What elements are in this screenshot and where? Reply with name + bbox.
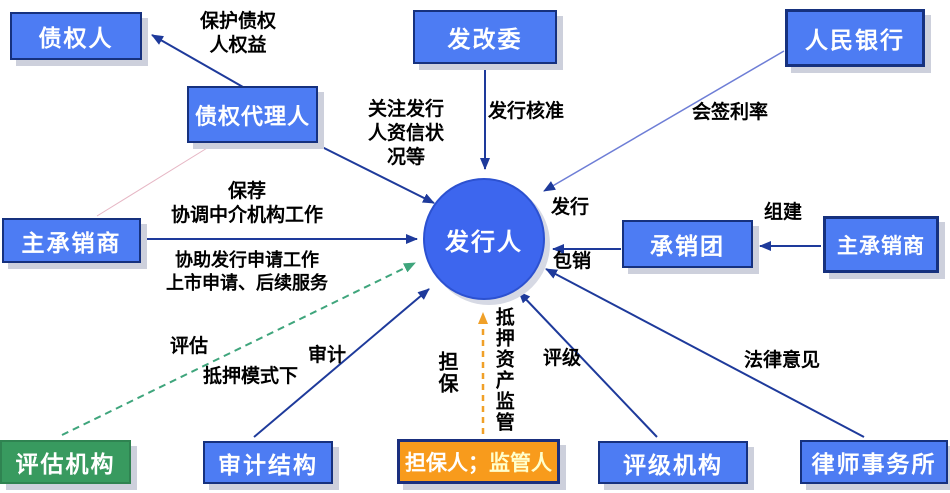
edge-label-protect-creditors: 保护债权 人权益: [199, 10, 276, 56]
node-creditor: 债权人: [10, 12, 142, 60]
node-lead-underwriter-right: 主承销商: [823, 216, 939, 273]
node-lead-underwriter-left: 主承销商: [2, 218, 141, 263]
arrow-agent-to-issuer: [315, 143, 435, 204]
connector-leadleft-to-agent-pink: [96, 144, 213, 217]
edge-label-underwrite: 包销: [553, 250, 592, 272]
edge-label-legal-opinion: 法律意见: [744, 349, 821, 371]
edge-label-issuance-approval: 发行核准: [488, 100, 565, 122]
guarantor-label: 担保人；: [405, 450, 489, 475]
node-syndicate: 承销团: [622, 220, 753, 268]
node-issuer: 发行人: [423, 178, 545, 300]
node-pboc: 人民银行: [785, 9, 925, 67]
edge-label-form-syndicate: 组建: [764, 201, 803, 223]
arrow-pboc-to-issuer: [543, 50, 785, 192]
arrow-lawfirm-to-issuer: [545, 268, 865, 438]
arrow-rating-to-issuer: [518, 291, 658, 438]
node-rating-agency: 评级机构: [598, 441, 748, 484]
edge-label-collateral-supervision: 抵押资产监管: [492, 307, 515, 433]
node-creditor-agent: 债权代理人: [187, 86, 318, 143]
node-law-firm: 律师事务所: [800, 440, 948, 484]
edge-label-sponsor-coordinate: 保荐 协调中介机构工作: [170, 180, 323, 226]
edge-label-issue: 发行: [551, 196, 590, 218]
edge-label-guarantee: 担保: [435, 351, 459, 395]
node-guarantor-supervisor: 担保人；监管人: [397, 439, 560, 484]
edge-label-audit: 审计: [308, 344, 347, 366]
edge-label-rate: 评级: [543, 347, 582, 369]
supervisor-label: 监管人: [489, 450, 552, 475]
node-audit-agency: 审计结构: [203, 441, 333, 484]
node-appraisal-agency: 评估机构: [0, 440, 131, 484]
edge-label-mortgage-mode: 抵押模式下: [203, 365, 299, 387]
node-ndrc: 发改委: [413, 10, 557, 64]
edge-label-countersign-rate: 会签利率: [692, 101, 769, 123]
edge-label-appraise: 评估: [170, 335, 209, 357]
edge-label-monitor-credit: 关注发行 人资信状 况等: [367, 98, 444, 168]
arrow-audit-to-issuer: [253, 288, 430, 438]
arrow-agent-to-creditor: [151, 34, 244, 88]
edge-label-assist-application: 协助发行申请工作 上市申请、后续服务: [166, 250, 328, 294]
arrow-appraisal-to-issuer-dashed: [61, 262, 416, 436]
